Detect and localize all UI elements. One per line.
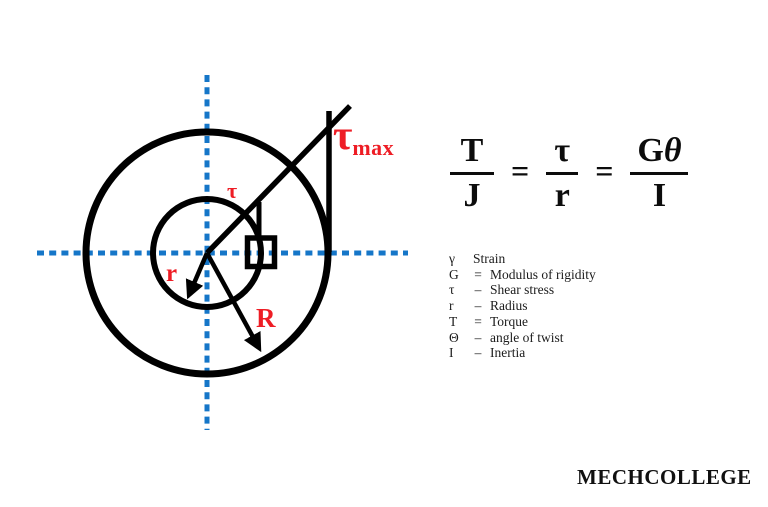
symbol-G: G <box>637 132 664 169</box>
fraction-T-over-J: T J <box>450 132 494 215</box>
stress-element-square <box>244 235 278 270</box>
fraction-bar <box>546 172 579 175</box>
legend-sign: – <box>474 329 482 345</box>
legend-meaning: Strain <box>473 251 506 266</box>
legend-meaning: angle of twist <box>490 329 564 345</box>
fraction-bar <box>630 172 689 175</box>
numerator-G-theta: Gθ <box>634 132 684 170</box>
legend-sign: = <box>474 313 482 329</box>
symbol-theta: θ <box>663 132 682 169</box>
legend-meaning: Modulus of rigidity <box>490 266 596 282</box>
tau-max-label: τmax <box>333 115 394 159</box>
legend-symbol: τ <box>449 282 455 298</box>
numerator-T: T <box>460 132 484 169</box>
legend-row-torque: T = Torque <box>449 314 596 330</box>
equals-sign: = <box>595 153 614 189</box>
tau-max-subscript: max <box>352 135 395 160</box>
legend-sign: = <box>474 266 482 282</box>
outer-radius-arrow <box>205 251 262 353</box>
legend-row-inertia: I – Inertia <box>449 345 596 361</box>
legend-row-shear-stress: τ – Shear stress <box>449 282 596 298</box>
torsion-formula: T J = τ r = Gθ I <box>450 132 689 215</box>
inner-radius-arrow <box>185 252 210 300</box>
inner-radius-label: r <box>166 260 178 287</box>
legend-sign: – <box>474 298 482 314</box>
denominator-r: r <box>554 177 570 214</box>
fraction-bar <box>450 172 494 175</box>
legend-symbol: Θ <box>449 329 459 345</box>
legend-sign <box>466 251 473 267</box>
stress-distribution-line <box>205 104 352 255</box>
legend-meaning: Inertia <box>490 345 526 361</box>
denominator-I: I <box>652 177 667 214</box>
legend-sign: – <box>474 282 482 298</box>
legend-symbol: T <box>449 313 458 329</box>
outer-circle <box>82 128 332 378</box>
legend-row-angle-of-twist: Θ – angle of twist <box>449 330 596 346</box>
symbol-legend: γ Strain G = Modulus of rigidity τ – She… <box>449 251 596 361</box>
tau-max-base: τ <box>333 113 353 159</box>
inner-circle <box>150 196 264 310</box>
outer-radius-label: R <box>256 303 276 333</box>
legend-meaning: Shear stress <box>490 282 555 298</box>
fraction-Gtheta-over-I: Gθ I <box>630 132 689 215</box>
brand-text: MECHCOLLEGE <box>577 465 752 489</box>
legend-sign: – <box>474 345 482 361</box>
equals-sign: = <box>511 153 530 189</box>
fraction-tau-over-r: τ r <box>546 132 579 215</box>
tau-label: τ <box>227 178 238 203</box>
legend-row-modulus: G = Modulus of rigidity <box>449 267 596 283</box>
legend-meaning: Radius <box>490 298 528 314</box>
legend-meaning: Torque <box>490 313 529 329</box>
denominator-J: J <box>463 177 481 214</box>
numerator-tau: τ <box>554 132 571 169</box>
legend-row-radius: r – Radius <box>449 298 596 314</box>
legend-symbol: G <box>449 266 459 282</box>
legend-symbol: I <box>449 345 454 361</box>
legend-symbol: r <box>449 298 454 314</box>
legend-row-strain: γ Strain <box>449 251 596 267</box>
legend-symbol: γ <box>449 251 455 266</box>
